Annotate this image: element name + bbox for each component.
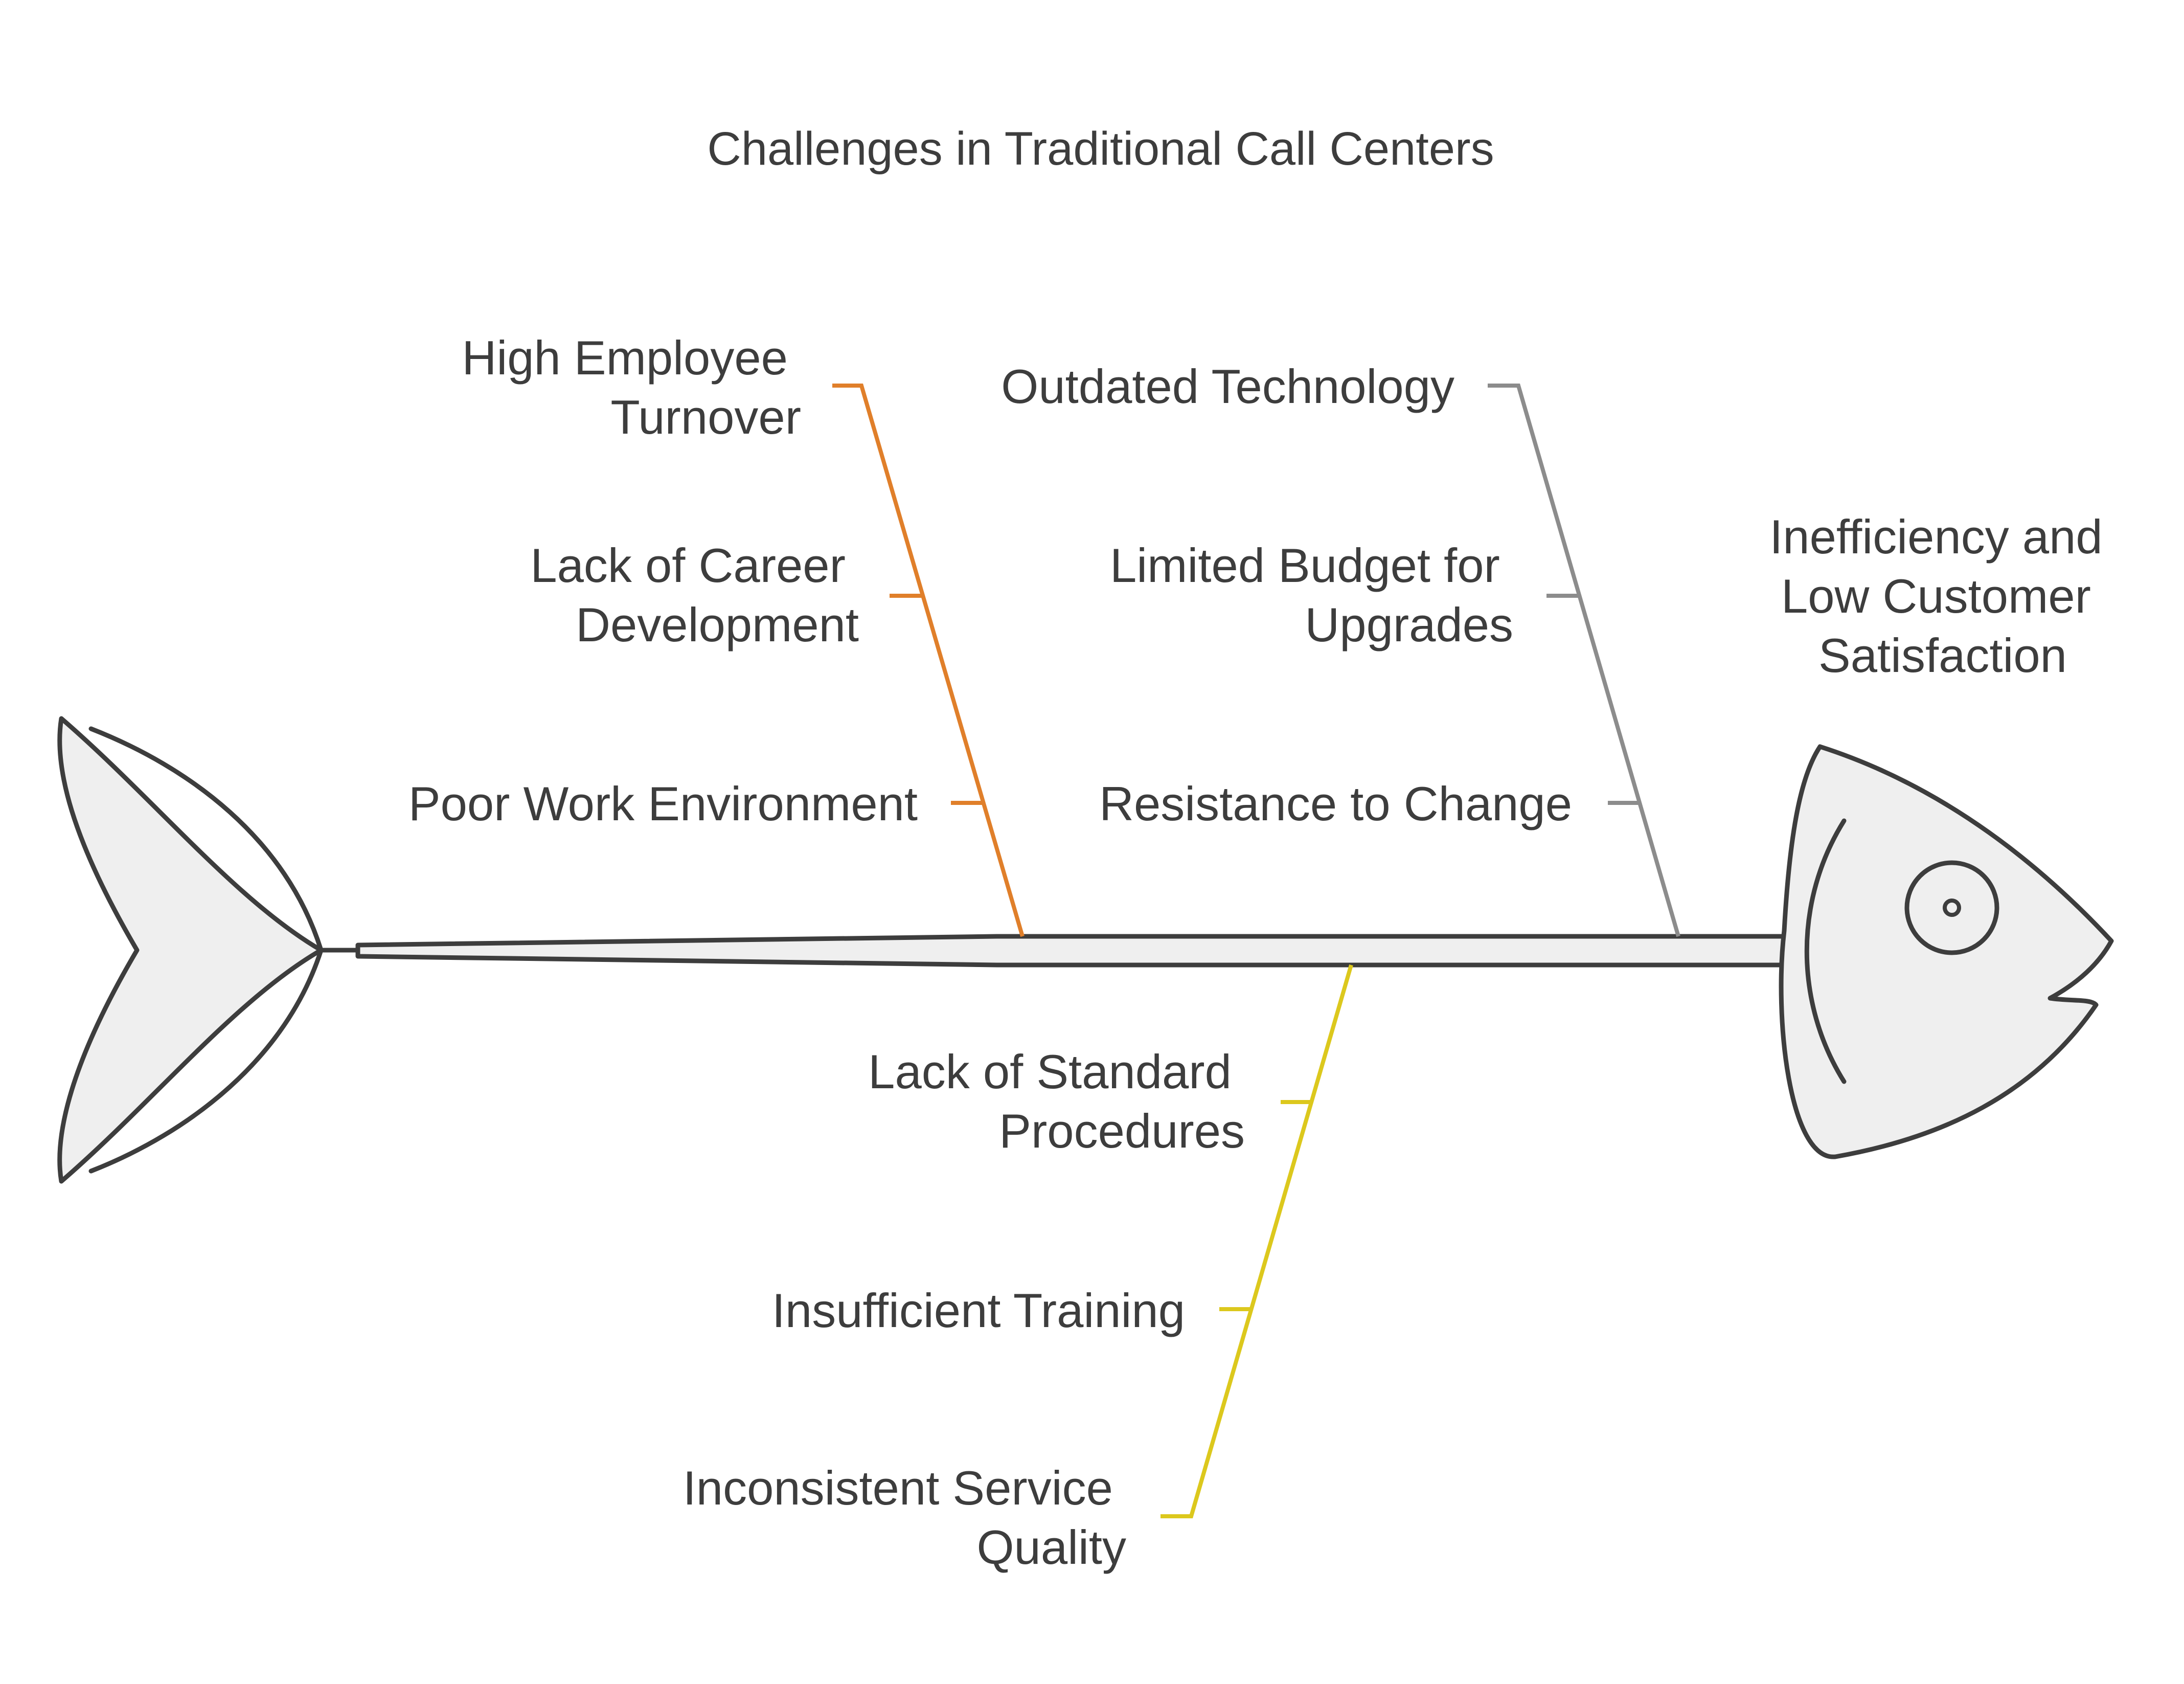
branch-technology-bone: [1488, 384, 1680, 937]
cause-label: Limited Budget for Upgrades: [1110, 538, 1513, 652]
branch-employee-bone: [832, 384, 1025, 937]
cause-label: Poor Work Environment: [408, 777, 918, 830]
cause-label: Resistance to Change: [1099, 777, 1572, 830]
branch-employee: High Employee Turnover Lack of Career De…: [408, 331, 1025, 937]
cause-label: Lack of Standard Procedures: [868, 1045, 1245, 1158]
cause-label: High Employee Turnover: [462, 331, 801, 444]
branch-process: Lack of Standard Procedures Insufficient…: [683, 964, 1353, 1574]
branch-process-bone: [1161, 964, 1353, 1518]
branch-technology: Outdated Technology Limited Budget for U…: [1001, 360, 1680, 937]
cause-label: Insufficient Training: [772, 1284, 1185, 1337]
effect-label: Inefficiency and Low Customer Satisfacti…: [1769, 510, 2116, 682]
fish-tail: [57, 716, 360, 1184]
diagram-title: Challenges in Traditional Call Centers: [707, 123, 1494, 175]
fish-spine: [355, 934, 1789, 968]
cause-label: Outdated Technology: [1001, 360, 1454, 413]
fish-head: [1779, 744, 2114, 1159]
cause-label: Inconsistent Service Quality: [683, 1461, 1126, 1574]
cause-label: Lack of Career Development: [530, 538, 859, 652]
